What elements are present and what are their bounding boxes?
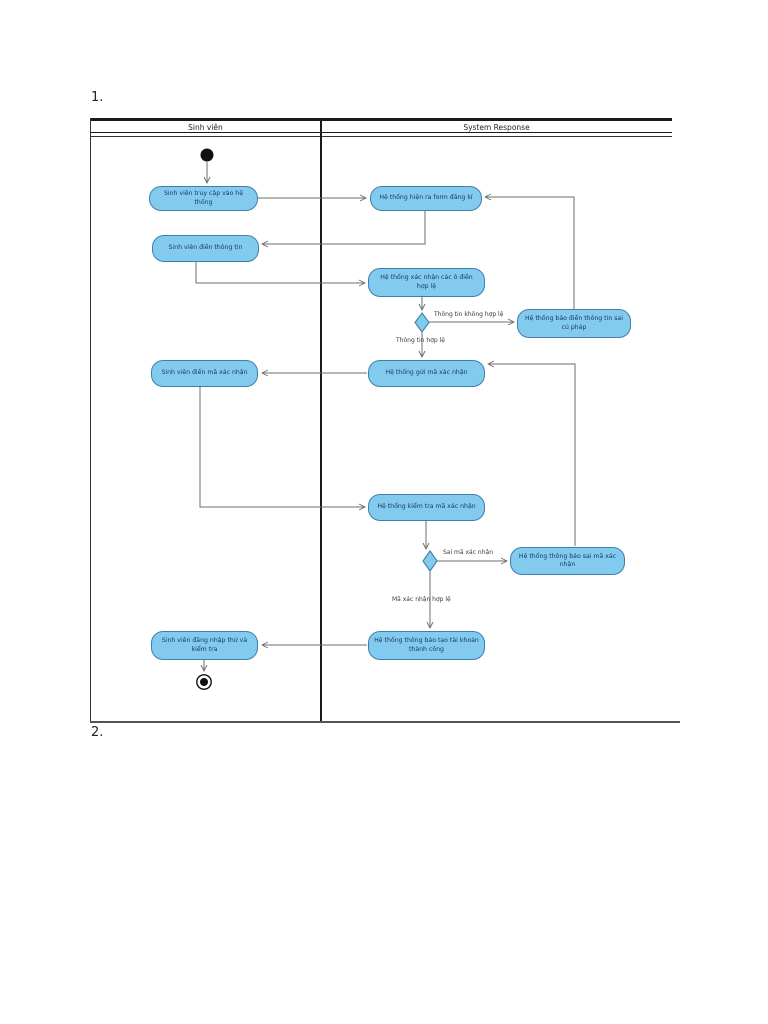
guard-label-invalid-info: Thông tin không hợp lệ <box>434 311 504 318</box>
lane-header-sinh-vien: Sinh viên <box>188 122 223 132</box>
frame-left-border <box>90 118 92 722</box>
frame-bottom-border <box>90 721 680 723</box>
edge-b1-to-a2 <box>262 211 426 244</box>
list-number-2: 2. <box>91 725 104 740</box>
guard-label-wrong-code: Sai mã xác nhận <box>443 549 494 556</box>
lane-divider <box>320 118 322 722</box>
edge-b6-to-b4-feedback <box>488 364 576 546</box>
edge-b3-to-b1-feedback <box>485 197 575 309</box>
activity-system-report-wrong-code: Hệ thống thông báo sai mã xác nhận <box>510 547 625 575</box>
guard-label-valid-code: Mã xác nhận hợp lệ <box>392 596 451 603</box>
decision-node-info-valid <box>414 312 430 333</box>
header-bottom-line-2 <box>90 136 672 137</box>
lane-header-system-response: System Response <box>463 122 530 132</box>
activity-system-check-code: Hệ thống kiểm tra mã xác nhận <box>368 494 485 521</box>
activity-student-enter-code: Sinh viên điền mã xác nhận <box>151 360 258 387</box>
activity-student-access-system: Sinh viên truy cập vào hệ thống <box>149 186 258 211</box>
header-bottom-line-1 <box>90 132 672 134</box>
activity-system-show-form: Hệ thống hiện ra form đăng kí <box>370 186 482 211</box>
final-node-dot <box>200 678 208 686</box>
decision-node-code-valid <box>422 550 438 572</box>
activity-system-send-code: Hệ thống gửi mã xác nhận <box>368 360 485 387</box>
start-node <box>200 148 214 162</box>
edge-a3-to-b5 <box>199 387 365 507</box>
frame-top-border <box>90 118 672 121</box>
activity-system-validate-fields: Hệ thống xác nhận các ô điền hợp lệ <box>368 268 485 297</box>
guard-label-valid-info: Thông tin hợp lệ <box>396 337 445 344</box>
activity-system-account-created: Hệ thống thông báo tạo tài khoản thành c… <box>368 631 485 660</box>
list-number-1: 1. <box>91 90 104 105</box>
activity-system-report-syntax-error: Hệ thống báo điền thông tin sai cú pháp <box>517 309 631 338</box>
activity-student-fill-info: Sinh viên điền thông tin <box>152 235 259 262</box>
activity-student-test-login: Sinh viên đăng nhập thử và kiểm tra <box>151 631 258 660</box>
edge-a2-to-b2 <box>195 262 365 283</box>
